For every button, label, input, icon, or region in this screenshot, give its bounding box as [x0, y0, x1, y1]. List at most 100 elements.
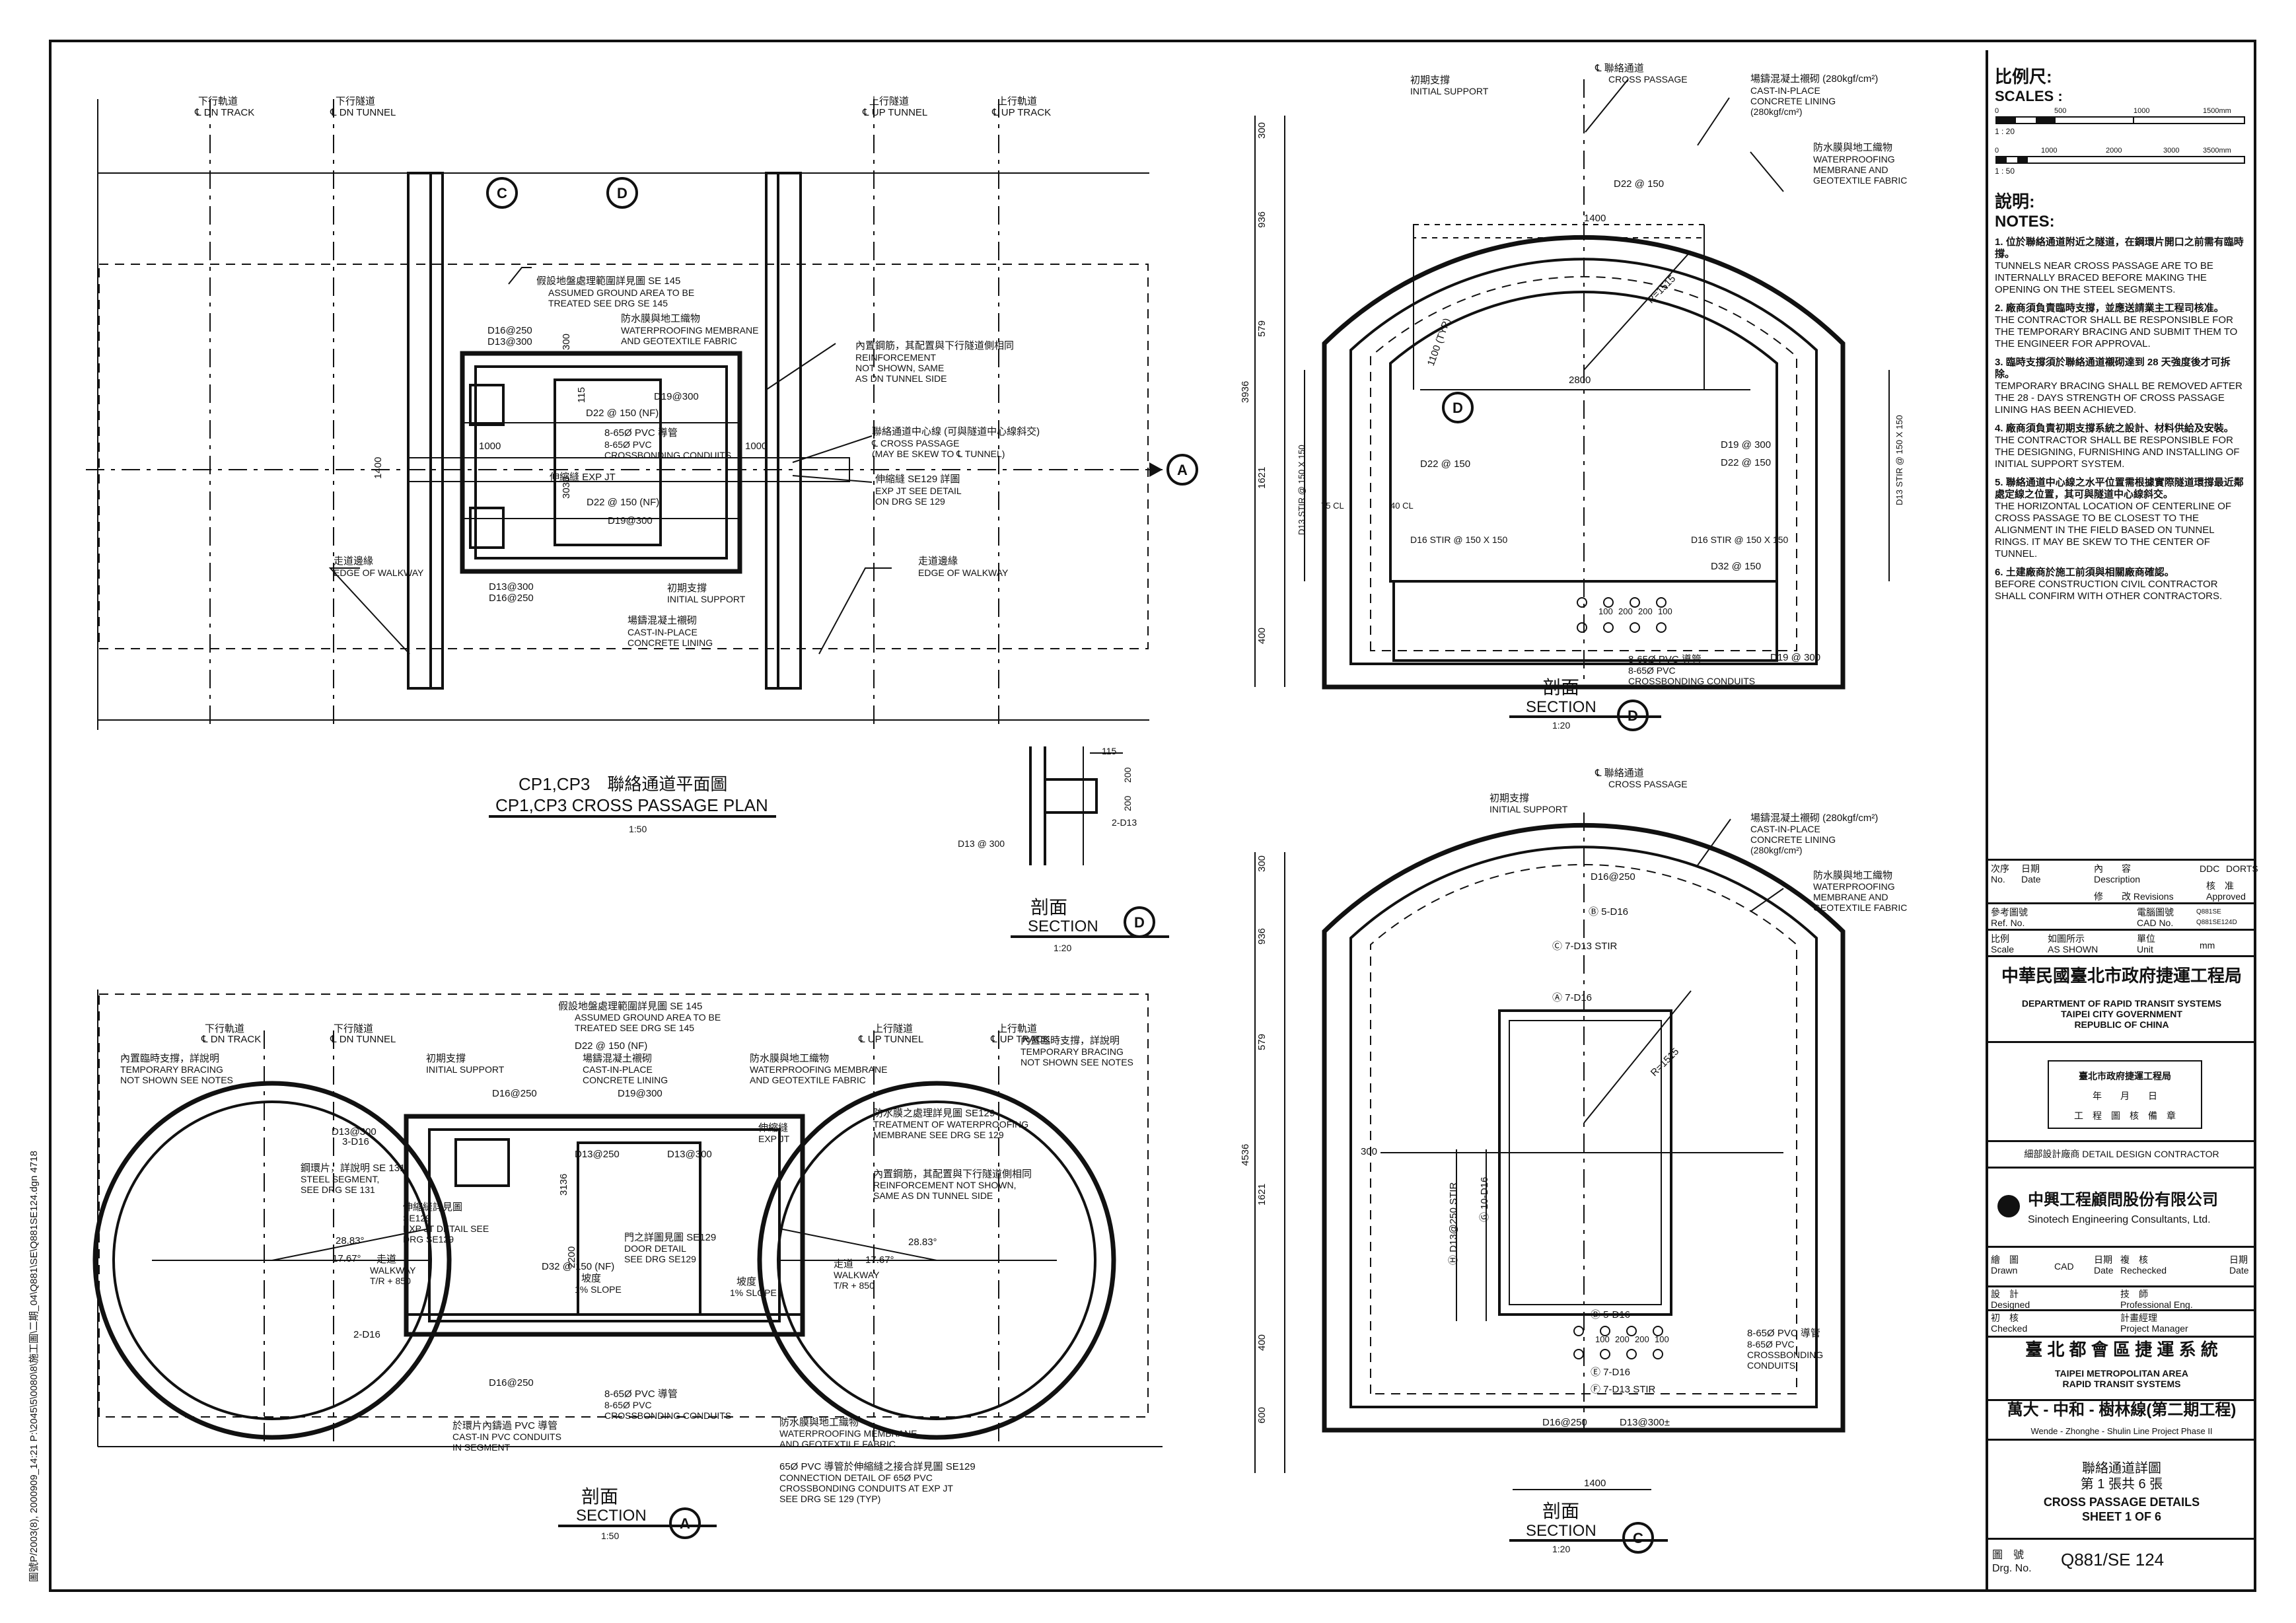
secc-d4536: 4536 — [1240, 1144, 1251, 1166]
note-item: 1. 位於聯絡通道附近之隧道，在鋼環片開口之前需有臨時撐。TUNNELS NEA… — [1995, 236, 2244, 295]
s2-tick-0: 0 — [1995, 147, 1999, 155]
plan-walk2-en: EDGE OF WALKWAY — [918, 567, 1009, 578]
secb-d1621: 1621 — [1256, 467, 1268, 489]
plan-wp-zh: 防水膜與地工織物 — [621, 313, 700, 324]
secb-wp-zh: 防水膜與地工織物 — [1813, 142, 1892, 153]
agency-zh: 中華民國臺北市政府捷運工程局 — [2001, 966, 2242, 986]
note-item: 3. 臨時支撐須於聯絡通道襯砌達到 28 天強度後才可拆除。TEMPORARY … — [1995, 357, 2242, 415]
note-item: 5. 聯絡通道中心線之水平位置需根據實際隧道環撐最近鄰處定線之位置，其可與隧道中… — [1995, 477, 2244, 559]
seca-label-en: SECTION — [576, 1507, 647, 1525]
seca-a1: 28.83° — [336, 1235, 365, 1246]
secb-cp-en: CROSS PASSAGE — [1608, 74, 1688, 85]
plan-title-en: CP1,CP3 CROSS PASSAGE PLAN — [495, 795, 768, 815]
seca-ground-zh: 假設地盤處理範圍詳見圖 SE 145 — [558, 1000, 702, 1012]
s2-tick-2: 2000 — [2106, 147, 2122, 155]
seca-slope2-en: 1% SLOPE — [730, 1287, 777, 1298]
secc-cp-zh: ℄ 聯絡通道 — [1595, 768, 1644, 779]
secb-r1515: R=1515 — [1645, 273, 1678, 305]
secc-d200: 200 — [1615, 1334, 1630, 1344]
plan-d1000a: 1000 — [479, 441, 501, 452]
rev-revisions: 修 改 Revisions — [2094, 891, 2174, 902]
firm-en: Sinotech Engineering Consultants, Ltd. — [2028, 1214, 2211, 1225]
seca-up-tunnel-en: ℄ UP TUNNEL — [858, 1034, 923, 1045]
seca-slope-zh: 坡度 — [581, 1273, 601, 1284]
plan-r5: 8-65Ø PVC 導管 — [604, 427, 678, 439]
plan-dn-tunnel-en: ℄ DN TUNNEL — [330, 107, 396, 118]
system-row: 臺 北 都 會 區 捷 運 系 統 TAIPEI METROPOLITAN AR… — [1988, 1336, 2255, 1401]
seca-tb2-zh: 內置臨時支撐，詳說明 — [1021, 1035, 1120, 1046]
plan-d22b: D22 @ 150 (NF) — [587, 497, 659, 508]
secc-d579: 579 — [1256, 1034, 1268, 1050]
secc-d100: 100 — [1595, 1334, 1610, 1344]
plan-tag-b: D — [617, 185, 628, 201]
scale-bar-1-50: 0 1000 2000 3000 3500mm 1 : 50 — [1995, 147, 2245, 176]
secc-d7s: Ⓒ 7-D13 STIR — [1552, 941, 1618, 952]
contractor-label: 細部設計廠商 DETAIL DESIGN CONTRACTOR — [2024, 1149, 2219, 1159]
secb-d3936: 3936 — [1240, 381, 1251, 403]
secc-d7: Ⓐ 7-D16 — [1552, 992, 1592, 1003]
seca-scale: 1:50 — [601, 1531, 619, 1541]
secc-d1621: 1621 — [1256, 1184, 1268, 1206]
plan-dn-tunnel-zh: 下行隧道 — [336, 96, 375, 107]
secc-d300: 300 — [1256, 855, 1268, 872]
secb-conduits — [1577, 597, 1667, 633]
firm-row: 中興工程顧問股份有限公司 Sinotech Engineering Consul… — [1988, 1167, 2255, 1248]
seca-walk-zh: 走道 — [377, 1254, 396, 1265]
secd-r1: D13 @ 300 — [958, 838, 1005, 849]
secb-d200: 200 — [1618, 606, 1633, 616]
seca-wp-zh: 防水膜與地工織物 — [750, 1053, 829, 1064]
secb-d22l: D22 @ 150 — [1420, 458, 1470, 470]
seca-label-zh: 剖面 — [581, 1486, 618, 1507]
secb-d300: 300 — [1256, 122, 1268, 139]
seca-init-en: INITIAL SUPPORT — [426, 1064, 505, 1075]
secb-stir-l: D13 STIR @ 150 X 150 — [1297, 445, 1307, 535]
secb-cl40: 40 CL — [1390, 501, 1414, 511]
plan-init-en: INITIAL SUPPORT — [667, 594, 746, 604]
secc-conduits — [1573, 1326, 1663, 1359]
secb-cl75: 75 CL — [1321, 501, 1344, 511]
secb-tag-d: D — [1453, 400, 1463, 416]
s2-tick-1: 1000 — [2041, 147, 2057, 155]
seca-d3136: 3136 — [558, 1174, 569, 1196]
seca-dn-track-zh: 下行軌道 — [205, 1023, 244, 1034]
secd-d115: 115 — [1102, 746, 1117, 756]
secd-scale: 1:20 — [1054, 943, 1071, 953]
secb-scale: 1:20 — [1552, 720, 1570, 731]
seca-dn-track-en: ℄ DN TRACK — [201, 1034, 261, 1045]
seca-up-track-zh: 上行軌道 — [997, 1023, 1037, 1034]
plan-d3030: 3030 — [561, 477, 572, 499]
secc-d13: D13@300± — [1620, 1417, 1670, 1428]
seca-wp2-zh: 防水膜與地工織物 — [779, 1417, 859, 1428]
secc-d16: D16@250 — [1591, 871, 1635, 883]
s2-tick-3: 3000 — [2163, 147, 2179, 155]
plan-d1000b: 1000 — [745, 441, 767, 452]
seca-d13: D13@300 — [332, 1126, 377, 1137]
secb-d579: 579 — [1256, 320, 1268, 337]
secb-label-zh: 剖面 — [1542, 677, 1579, 698]
line-en: Wende - Zhonghe - Shulin Line Project Ph… — [2030, 1426, 2213, 1436]
seca-a2: 17.67° — [332, 1253, 361, 1264]
seca-castpvc-zh: 於環片內鑄過 PVC 導管 — [452, 1420, 557, 1431]
secd-d200: 200 — [1122, 767, 1133, 783]
note-item: 2. 廠商須負責臨時支撐，並應送請業主工程司核准。THE CONTRACTOR … — [1995, 303, 2238, 349]
section-b-labels: 初期支撐 INITIAL SUPPORT ℄ 聯絡通道 CROSS PASSAG… — [1240, 63, 1907, 731]
section-c — [1254, 812, 1846, 1490]
seca-seg-zh: 鋼環片，詳說明 SE 131 — [301, 1163, 405, 1174]
seca-d22: D22 @ 150 (NF) — [575, 1040, 647, 1052]
